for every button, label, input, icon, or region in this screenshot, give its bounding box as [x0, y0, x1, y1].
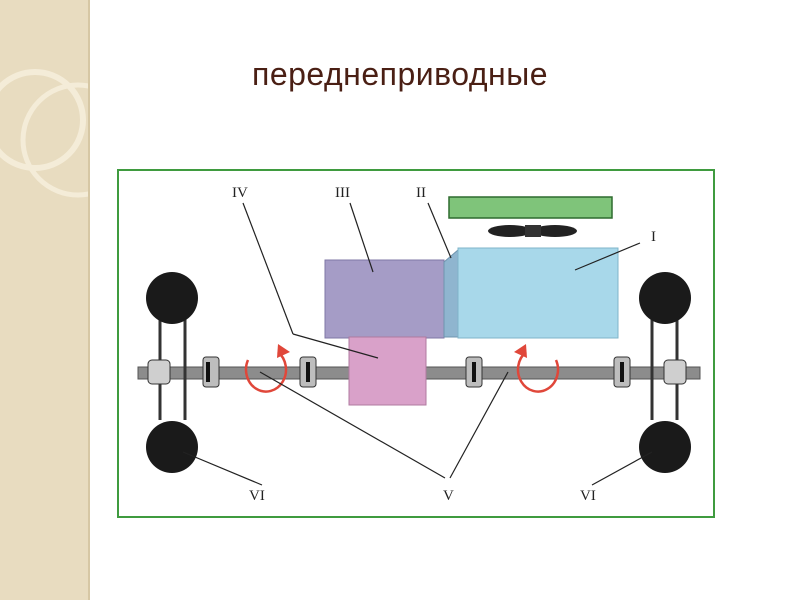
- right-wheel: [639, 272, 691, 473]
- slide-title: переднеприводные: [251, 56, 549, 92]
- radiator: [448, 196, 613, 219]
- label-wheel-left: VI: [249, 488, 265, 504]
- label-drive-shafts: V: [443, 488, 454, 504]
- rotation-arrow-left-icon: [244, 344, 290, 393]
- label-engine: I: [651, 229, 656, 245]
- clutch: [443, 248, 459, 338]
- side-divider: [88, 0, 90, 600]
- label-clutch: II: [416, 185, 426, 201]
- fan-icon: [488, 225, 577, 237]
- gearbox: [324, 259, 445, 339]
- cv-joints-left: [202, 356, 317, 388]
- rotation-arrow-right-icon: [514, 344, 560, 393]
- decorative-side-strip: [0, 0, 136, 600]
- main-gear: [348, 336, 427, 406]
- label-main-gear: IV: [232, 185, 248, 201]
- label-gearbox: III: [335, 185, 350, 201]
- label-wheel-right: VI: [580, 488, 596, 504]
- leader-lines: [182, 202, 653, 486]
- cv-joints-right: [465, 356, 631, 388]
- left-wheel: [146, 272, 198, 473]
